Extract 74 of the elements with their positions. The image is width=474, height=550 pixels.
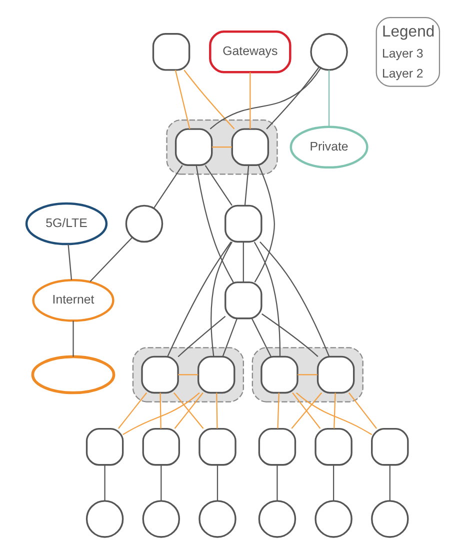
- node-box: [152, 33, 190, 71]
- node-circle: [258, 500, 296, 538]
- node-circle: [198, 500, 236, 538]
- connector: [177, 316, 226, 358]
- connector: [122, 392, 200, 436]
- connector: [67, 244, 72, 280]
- connector: [333, 392, 336, 428]
- node-box: [85, 428, 124, 466]
- connector: [159, 392, 161, 428]
- connector: [328, 70, 330, 127]
- node-cloud: [30, 355, 115, 394]
- connector: [276, 464, 278, 501]
- node-circle: [310, 33, 348, 71]
- connector: [297, 374, 318, 376]
- node-box: [174, 128, 212, 166]
- node-box: [196, 356, 235, 394]
- node-box: [314, 428, 352, 466]
- node-box: [198, 428, 236, 466]
- connector: [183, 70, 234, 130]
- connector: [174, 70, 190, 130]
- connector: [332, 464, 334, 501]
- node-box: [258, 428, 296, 466]
- connector: [242, 242, 244, 282]
- node-circle: [370, 500, 408, 538]
- connector: [253, 242, 280, 357]
- label: Legend: [382, 23, 434, 40]
- connector: [244, 165, 249, 206]
- connector: [216, 464, 218, 501]
- node-box: [370, 428, 408, 466]
- connector: [250, 318, 271, 357]
- connector: [160, 464, 162, 501]
- connector: [296, 392, 372, 436]
- node-box: [316, 356, 354, 394]
- connector: [166, 242, 232, 357]
- node-ellipse: Private: [289, 126, 368, 169]
- node-box: [230, 128, 269, 166]
- connector: [249, 72, 250, 129]
- connector: [104, 464, 105, 501]
- connector: [178, 374, 198, 376]
- connector: [211, 146, 232, 148]
- node-box: [224, 204, 262, 243]
- node-box: Gateways: [208, 30, 291, 74]
- node-ellipse: Internet: [32, 278, 114, 322]
- cluster: [251, 347, 363, 402]
- connector: [210, 242, 232, 356]
- connector: [348, 392, 376, 429]
- node-circle: [124, 204, 163, 243]
- connector: [276, 392, 279, 428]
- connector: [388, 464, 390, 501]
- connector: [195, 165, 234, 283]
- legend-label: Layer 3: [382, 46, 423, 60]
- node-circle: [142, 500, 180, 538]
- connector: [204, 165, 232, 206]
- connector: [153, 165, 182, 208]
- connector: [261, 313, 318, 357]
- node-circle: [85, 500, 124, 538]
- node-ellipse: 5G/LTE: [24, 202, 108, 246]
- node-box: [140, 356, 178, 394]
- node-box: [142, 428, 180, 466]
- connector: [117, 392, 147, 429]
- connector: [222, 318, 238, 357]
- cluster: [166, 120, 278, 175]
- node-box: [224, 281, 262, 320]
- cluster: [132, 347, 244, 402]
- legend-label: Layer 2: [382, 66, 423, 81]
- connector: [89, 237, 132, 282]
- connector: [254, 164, 274, 282]
- connector: [266, 66, 319, 130]
- connector: [72, 320, 74, 357]
- connector: [259, 241, 330, 357]
- node-box: [260, 356, 298, 394]
- node-circle: [314, 500, 352, 538]
- connector: [216, 392, 218, 428]
- connector: [209, 68, 321, 130]
